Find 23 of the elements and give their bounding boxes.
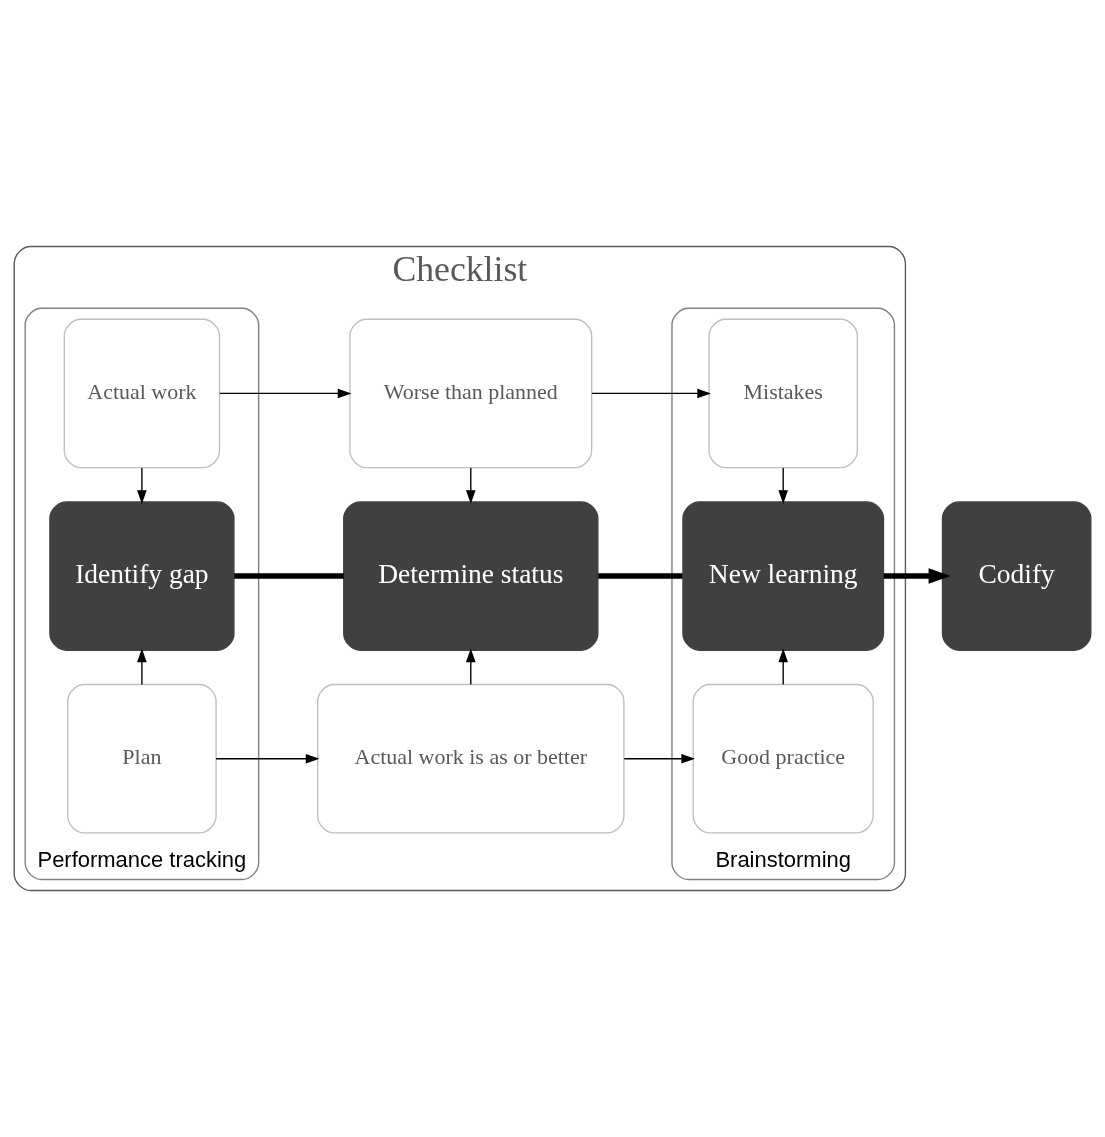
node-box: Good practice — [692, 683, 874, 834]
connector — [234, 573, 344, 579]
arrow — [137, 467, 147, 504]
arrow — [466, 467, 476, 504]
node-box: Mistakes — [708, 318, 859, 469]
arrow — [778, 648, 788, 686]
arrow — [883, 568, 951, 584]
node-box: Codify — [941, 501, 1092, 651]
node-box: Actual work is as or better — [317, 683, 625, 834]
arrow — [219, 388, 352, 399]
arrow — [778, 467, 788, 504]
connector — [598, 573, 683, 579]
node-box: New learning — [682, 501, 885, 651]
arrow — [591, 388, 712, 399]
node-box: Identify gap — [49, 501, 235, 651]
node-box: Plan — [67, 683, 217, 834]
arrow — [137, 648, 147, 686]
arrow — [215, 753, 320, 764]
node-box: Actual work — [63, 318, 221, 469]
node-box: Worse than planned — [349, 318, 593, 469]
arrow — [466, 648, 476, 686]
node-box: Determine status — [343, 501, 599, 651]
arrow — [623, 753, 696, 764]
